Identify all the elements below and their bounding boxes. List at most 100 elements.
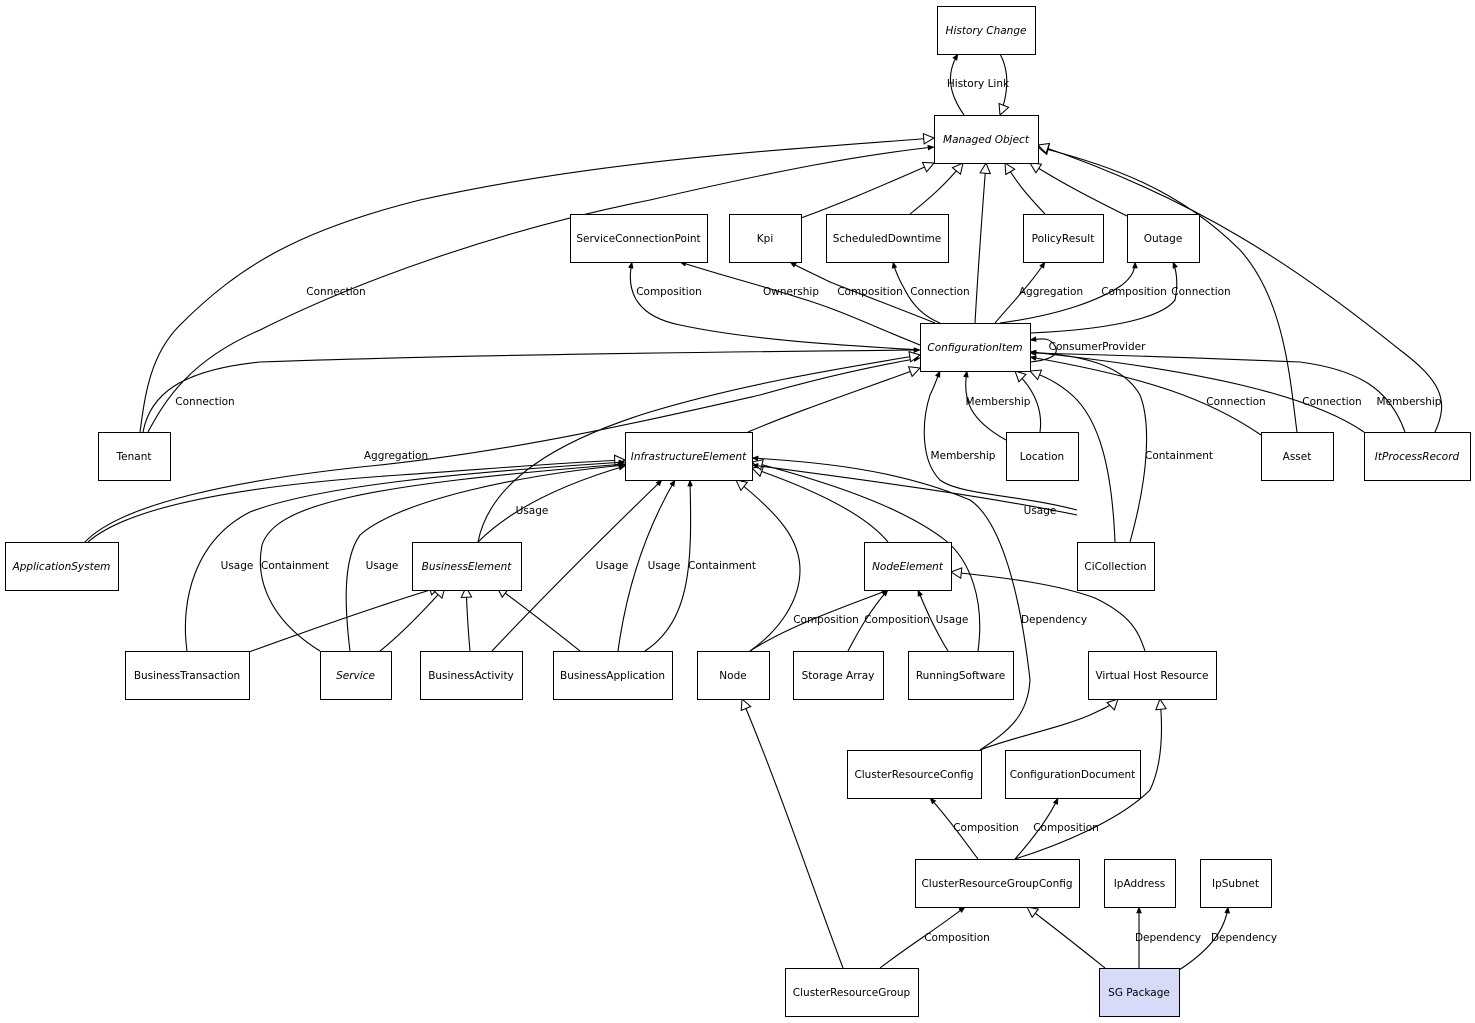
edge-label: Usage — [366, 560, 399, 572]
edge-kpi-to-managed-object — [800, 163, 934, 219]
class-box-service-connection-point[interactable]: ServiceConnectionPoint — [570, 214, 708, 263]
class-box-service[interactable]: Service — [320, 651, 392, 700]
class-box-virtual-host-resource[interactable]: Virtual Host Resource — [1088, 651, 1217, 700]
edge-service-to-infrastructure-element — [259, 461, 626, 652]
edge-business-application-to-business-element — [497, 587, 581, 652]
edge-label: Aggregation — [364, 450, 428, 462]
edge-label: Connection — [1171, 286, 1230, 298]
association-arrow — [923, 370, 1078, 511]
class-box-kpi[interactable]: Kpi — [729, 214, 802, 263]
edge-history-change-to-managed-object — [1000, 53, 1007, 115]
edge-business-transaction-to-business-element — [248, 587, 440, 653]
class-name: Asset — [1283, 451, 1312, 463]
class-box-location[interactable]: Location — [1006, 432, 1079, 481]
edge-location-to-configuration-item — [963, 370, 1007, 441]
class-name: CiCollection — [1084, 561, 1146, 573]
class-box-node-element[interactable]: NodeElement — [864, 542, 952, 591]
class-name: ClusterResourceGroupConfig — [921, 878, 1072, 890]
edge-label: Connection — [175, 396, 234, 408]
class-name: BusinessActivity — [428, 670, 514, 682]
edge-scheduled-downtime-to-managed-object — [909, 163, 963, 215]
class-box-frame — [1023, 214, 1104, 263]
edge-tenant-to-managed-object — [147, 144, 935, 433]
class-box-ci-collection[interactable]: CiCollection — [1077, 542, 1155, 591]
edge-label: Membership — [1377, 396, 1442, 408]
edge-label: History Link — [947, 78, 1010, 90]
edge-configuration-item-to-kpi — [789, 261, 936, 324]
class-box-asset[interactable]: Asset — [1261, 432, 1334, 481]
class-box-application-system[interactable]: ApplicationSystem — [5, 542, 119, 591]
edge-cluster-resource-group-config-to-cluster-resource-config — [929, 797, 979, 860]
class-box-cluster-resource-group[interactable]: ClusterResourceGroup — [785, 968, 919, 1017]
edge-configuration-item-to-service-connection-point — [679, 261, 921, 346]
inheritance-arrow — [1030, 371, 1116, 543]
class-box-frame — [320, 651, 392, 700]
edge-tenant-to-configuration-item — [142, 347, 921, 433]
edge-label: Usage — [221, 560, 254, 572]
association-arrow — [477, 465, 626, 543]
class-box-business-activity[interactable]: BusinessActivity — [420, 651, 523, 700]
association-arrow — [999, 261, 1138, 324]
association-arrow — [994, 261, 1046, 324]
class-box-managed-object[interactable]: Managed Object — [934, 115, 1039, 164]
class-box-business-application[interactable]: BusinessApplication — [553, 651, 673, 700]
class-box-it-process-record[interactable]: ItProcessRecord — [1364, 432, 1471, 481]
inheritance-arrow — [248, 587, 440, 653]
edge-label: Composition — [793, 614, 859, 626]
class-box-configuration-document[interactable]: ConfigurationDocument — [1005, 750, 1141, 799]
class-box-ip-subnet[interactable]: IpSubnet — [1200, 859, 1272, 908]
edge-business-application-to-infrastructure-element — [617, 479, 676, 652]
class-box-scheduled-downtime[interactable]: ScheduledDowntime — [826, 214, 949, 263]
class-box-history-change[interactable]: History Change — [937, 6, 1036, 55]
edge-label: Usage — [516, 505, 549, 517]
edge-cluster-resource-config-to-virtual-host-resource — [979, 699, 1118, 751]
edge-label: Containment — [1145, 450, 1213, 462]
inheritance-arrow — [752, 462, 981, 652]
inheritance-arrow — [139, 138, 934, 433]
class-box-node[interactable]: Node — [697, 651, 770, 700]
edge-policy-result-to-managed-object — [1005, 163, 1046, 215]
class-box-running-software[interactable]: RunningSoftware — [908, 651, 1014, 700]
class-box-frame — [5, 542, 119, 591]
class-box-frame — [1077, 542, 1155, 591]
edge-node-to-infrastructure-element — [736, 480, 801, 652]
association-arrow — [142, 347, 921, 433]
edge-label: Dependency — [1211, 932, 1277, 944]
class-box-frame — [934, 115, 1039, 164]
edge-label: Dependency — [1021, 614, 1087, 626]
class-name: Storage Array — [802, 670, 875, 682]
edge-label: Usage — [596, 560, 629, 572]
class-box-storage-array[interactable]: Storage Array — [793, 651, 884, 700]
edge-label: Composition — [1101, 286, 1167, 298]
class-box-business-transaction[interactable]: BusinessTransaction — [125, 651, 250, 700]
edge-configuration-item-to-outage — [999, 261, 1138, 324]
class-box-policy-result[interactable]: PolicyResult — [1023, 214, 1104, 263]
class-box-sg-package[interactable]: SG Package — [1099, 968, 1180, 1017]
class-box-configuration-item[interactable]: ConfigurationItem — [920, 323, 1031, 372]
class-name: Kpi — [757, 233, 773, 245]
class-box-ip-address[interactable]: IpAddress — [1104, 859, 1176, 908]
class-box-business-element[interactable]: BusinessElement — [412, 542, 522, 591]
edge-label: Composition — [1033, 822, 1099, 834]
class-name: ServiceConnectionPoint — [576, 233, 700, 245]
class-box-cluster-resource-config[interactable]: ClusterResourceConfig — [847, 750, 982, 799]
association-arrow — [1029, 350, 1406, 433]
class-box-frame — [553, 651, 673, 700]
class-box-frame — [697, 651, 770, 700]
edge-sg-package-to-cluster-resource-group-config — [1027, 907, 1106, 969]
association-arrow — [1029, 355, 1262, 436]
class-box-tenant[interactable]: Tenant — [98, 432, 171, 481]
class-name: ConfigurationItem — [927, 342, 1022, 354]
class-name: ConfigurationDocument — [1010, 769, 1136, 781]
class-box-outage[interactable]: Outage — [1127, 214, 1200, 263]
edge-cluster-resource-config-to-infrastructure-element — [751, 455, 1031, 751]
edge-service-to-business-element — [379, 587, 445, 652]
association-arrow — [879, 906, 966, 969]
class-box-infrastructure-element[interactable]: InfrastructureElement — [625, 432, 753, 481]
class-box-frame — [1099, 968, 1180, 1017]
edge-label: Aggregation — [1019, 286, 1083, 298]
edge-ci-collection-to-configuration-item — [1030, 371, 1116, 543]
class-box-cluster-resource-group-config[interactable]: ClusterResourceGroupConfig — [915, 859, 1080, 908]
inheritance-arrow — [379, 587, 445, 652]
edge-configuration-item-to-service-connection-point — [627, 261, 921, 351]
